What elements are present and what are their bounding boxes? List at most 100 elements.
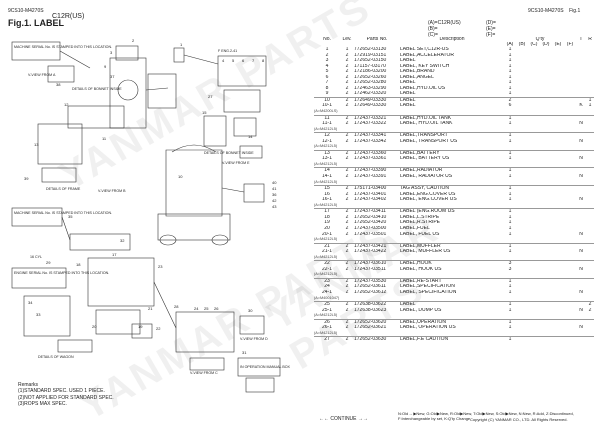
cell-desc: LABEL, RADIATOR US — [400, 174, 453, 180]
cell-pn: 172437-03411 — [354, 208, 400, 215]
cell-i: N — [579, 289, 583, 295]
cell-r — [586, 185, 594, 192]
details-bonnet-label-2: DETAILS OF BONNET INSIDE — [204, 151, 254, 155]
cell-f — [564, 277, 576, 285]
cell-b — [516, 318, 528, 326]
cell-desc: LABEL, OPERATION US — [400, 325, 456, 331]
view-a-label: V-VIEW FROM A — [28, 73, 56, 77]
cell-i: N — [579, 138, 583, 144]
cell-a: 1 — [508, 249, 512, 255]
cell-lev: 2 — [345, 85, 349, 91]
model-name: C12R(US) — [52, 13, 85, 20]
callout-11: 11 — [102, 136, 107, 141]
cell-pn: 172437-03321 — [354, 114, 400, 122]
cell-desc: LABEL, KEY SWITCH — [400, 63, 450, 69]
cell-b — [516, 132, 528, 139]
cell-pn: 172652-03260 — [354, 74, 387, 80]
cell-lev: 2 — [345, 156, 349, 162]
callout-36: 36 — [272, 192, 277, 197]
cell-pn: 172437-03501 — [354, 231, 387, 237]
cell-c — [528, 132, 540, 139]
col-r: R — [588, 37, 592, 42]
cell-lev: 2 — [345, 325, 349, 331]
cell-no: 19 — [324, 220, 330, 226]
cell-f — [564, 167, 576, 175]
cell-pn: 172652-03280 — [354, 80, 387, 86]
cell-no: 16-1 — [321, 197, 332, 203]
cell-lev: 2 — [345, 284, 349, 290]
callout-9: 9 — [104, 64, 107, 69]
cell-no: 12 — [314, 132, 340, 139]
cell-lev: 1 — [345, 47, 349, 52]
cell-no: 24 — [324, 284, 330, 290]
cell-no: 10-1 — [321, 103, 332, 109]
continue-indicator[interactable]: ←← CONTINUE →→ — [319, 416, 368, 422]
cell-pn: 172652-03612 — [354, 289, 387, 295]
cell-lev: 2 — [340, 114, 354, 122]
callout-15: 15 — [202, 110, 207, 115]
callout-5: 5 — [232, 58, 235, 63]
cell-no: 11 — [314, 114, 340, 122]
cell-desc: LABEL,RE-START — [400, 277, 504, 285]
cell-no: 5 — [325, 69, 329, 75]
cell-lev: 2 — [345, 121, 349, 127]
cell-r — [586, 318, 594, 326]
cell-a: 1 — [508, 121, 512, 127]
cell-d — [540, 185, 552, 192]
cell-i: N — [579, 249, 583, 255]
cell-e — [552, 260, 564, 267]
cell-pn: 172437-03322 — [354, 121, 387, 127]
cell-desc: LABEL — [400, 301, 504, 308]
callout-8: 8 — [262, 58, 265, 63]
callout-41: 41 — [272, 186, 277, 191]
cell-r: 1 — [586, 96, 594, 104]
cell-d — [540, 336, 552, 343]
cell-pn: 175171-03400 — [354, 185, 400, 192]
cell-a: 2 — [504, 96, 516, 104]
cell-pn: 172186-03200 — [354, 69, 387, 75]
cell-desc: LABEL, SPECIFICATION — [400, 289, 457, 295]
cell-i: N — [579, 197, 583, 203]
cell-d — [540, 277, 552, 285]
cell-b — [516, 301, 528, 308]
callout-19: 19 — [138, 324, 143, 329]
cell-pn: 172638-03623 — [354, 307, 387, 313]
cell-lev: 2 — [345, 91, 349, 97]
cell-i: N — [579, 266, 583, 272]
callout-17: 17 — [112, 252, 117, 257]
cell-r — [586, 132, 594, 139]
details-frame-label: DETAILS OF FRAME — [46, 187, 81, 191]
callout-22: 22 — [156, 326, 161, 331]
cell-no: 23 — [314, 277, 340, 285]
cell-f — [564, 132, 576, 139]
cell-lev: 2 — [340, 132, 354, 139]
callout-29: 29 — [46, 260, 51, 265]
callout-40: 40 — [272, 180, 277, 185]
callout-4: 4 — [222, 58, 225, 63]
cell-a: 1 — [508, 220, 512, 226]
callout-10: 10 — [178, 174, 183, 179]
cell-no: 26-1 — [321, 325, 332, 331]
view-c-label: V-VIEW FROM C — [190, 371, 218, 375]
cell-lev: 2 — [345, 58, 349, 64]
cell-f — [564, 260, 576, 267]
cell-no: 14 — [314, 167, 340, 175]
cell-a: 1 — [504, 242, 516, 250]
callout-32: 32 — [120, 238, 125, 243]
cell-r: 1 — [588, 103, 592, 109]
cell-lev: 2 — [345, 289, 349, 295]
cell-e — [552, 301, 564, 308]
document-code: 9CS10-M4270S — [8, 8, 44, 14]
